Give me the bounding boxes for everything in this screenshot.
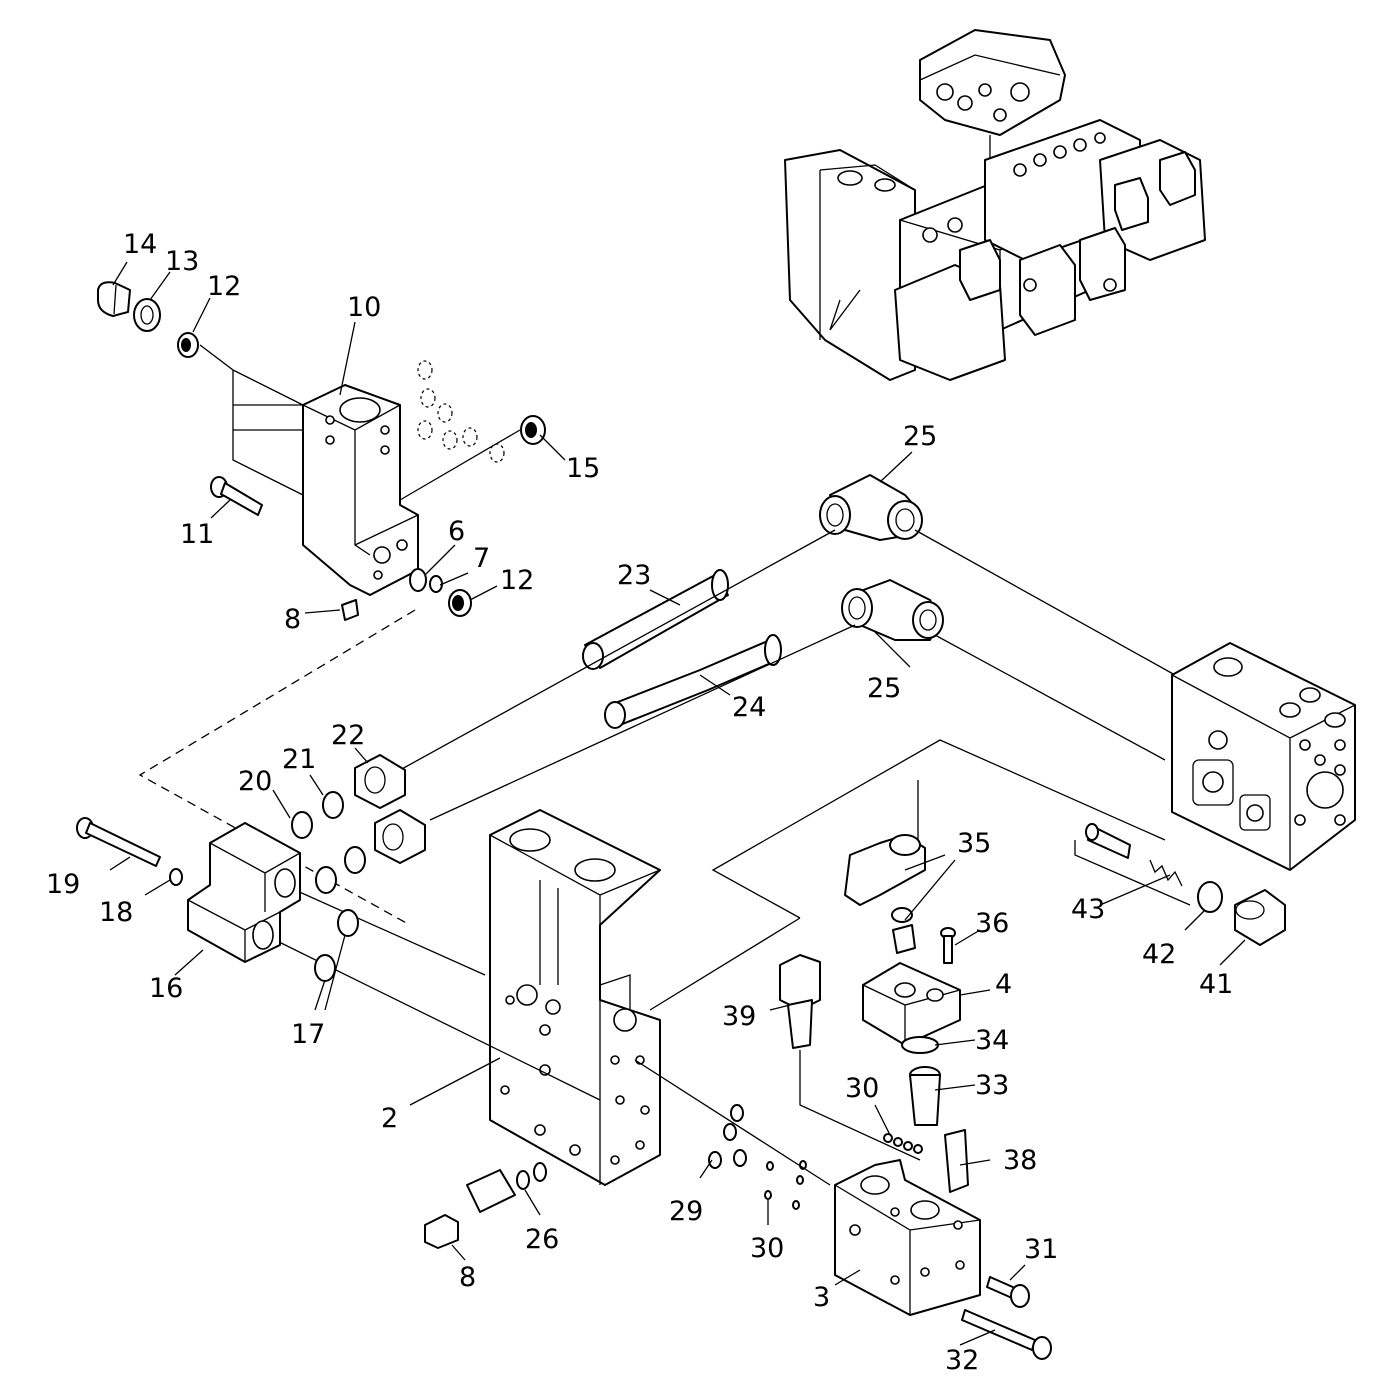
- part-6-7-orings: [409, 568, 443, 593]
- callout-8-lower: 8: [459, 1262, 476, 1293]
- callout-33: 33: [975, 1070, 1009, 1101]
- callout-42: 42: [1142, 939, 1176, 970]
- callout-12: 12: [207, 271, 241, 302]
- part-12-plug-lower: [448, 589, 472, 617]
- part-29-orings: [708, 1104, 747, 1169]
- part-23-tube: [582, 569, 729, 670]
- callout-15: 15: [566, 453, 600, 484]
- part-2-main-body: [489, 809, 661, 1186]
- callout-41: 41: [1199, 969, 1233, 1000]
- part-10-valve-block: [199, 344, 521, 596]
- callout-18: 18: [99, 897, 133, 928]
- part-8-plug-upper: [341, 599, 359, 621]
- part-8-plug-lower: [424, 1214, 459, 1249]
- part-22-nut-lower: [374, 809, 426, 864]
- part-26-cartridge: [466, 1162, 547, 1213]
- callout-7: 7: [473, 543, 490, 574]
- callout-8: 8: [284, 604, 301, 635]
- part-21-oring: [322, 791, 344, 819]
- right-manifold-block: [1171, 642, 1356, 871]
- callout-29: 29: [669, 1196, 703, 1227]
- leader-lines: [109, 261, 1246, 1346]
- part-32-bolt: [961, 1309, 1052, 1360]
- callout-31: 31: [1024, 1234, 1058, 1265]
- callout-25-lower: 25: [867, 673, 901, 704]
- part-22-nut-upper: [354, 754, 406, 809]
- callout-30-lower: 30: [750, 1233, 784, 1264]
- part-42-oring: [1197, 881, 1223, 913]
- part-17-orings: [314, 846, 366, 982]
- callout-3: 3: [813, 1282, 830, 1313]
- part-36-screw: [940, 927, 956, 964]
- overview-valve-assembly: [784, 29, 1206, 381]
- callout-6: 6: [448, 516, 465, 547]
- part-25-elbow-upper: [819, 474, 923, 541]
- part-4-block: [862, 962, 961, 1046]
- part-20-oring: [291, 811, 313, 839]
- callout-34: 34: [975, 1025, 1009, 1056]
- callout-30-upper: 30: [845, 1073, 879, 1104]
- part-18-washer: [169, 868, 183, 886]
- callout-labels: 14 13 12 10 15 11 6 7 12 8 25 23 25 24 2…: [46, 229, 1233, 1376]
- part-14-plug: [97, 281, 131, 317]
- callout-16: 16: [149, 973, 183, 1004]
- part-25-elbow-lower: [841, 579, 944, 641]
- part-12-plug-upper: [177, 332, 199, 358]
- part-19-bolt: [76, 817, 161, 867]
- callout-2: 2: [381, 1103, 398, 1134]
- callout-23: 23: [617, 560, 651, 591]
- callout-26: 26: [525, 1224, 559, 1255]
- callout-21: 21: [282, 744, 316, 775]
- part-41-plug: [1234, 889, 1286, 946]
- part-13-seal-ring: [133, 298, 161, 332]
- callout-43: 43: [1071, 894, 1105, 925]
- part-11-bolt: [210, 476, 263, 516]
- part-39-fitting: [779, 954, 821, 1049]
- callout-25-upper: 25: [903, 421, 937, 452]
- part-35-solenoid: [844, 780, 926, 954]
- callout-4: 4: [995, 969, 1012, 1000]
- callout-13: 13: [165, 246, 199, 277]
- part-38-cartridge: [944, 1129, 969, 1193]
- callout-14: 14: [123, 229, 157, 260]
- part-3-block: [834, 1159, 981, 1316]
- part-33-valve-spool: [909, 1066, 941, 1126]
- callout-22: 22: [331, 720, 365, 751]
- part-43-valve-cartridge: [1074, 823, 1191, 906]
- callout-24: 24: [732, 692, 766, 723]
- part-15-plug: [520, 415, 546, 445]
- callout-38: 38: [1003, 1145, 1037, 1176]
- callout-39: 39: [722, 1001, 756, 1032]
- part-34-oring: [901, 1036, 939, 1054]
- part-31-screw: [986, 1276, 1030, 1308]
- callout-32: 32: [945, 1345, 979, 1376]
- callout-36: 36: [975, 908, 1009, 939]
- part-30-orings: [764, 1133, 923, 1210]
- callout-10: 10: [347, 292, 381, 323]
- part-16-block: [187, 822, 301, 963]
- callout-20: 20: [238, 766, 272, 797]
- callout-11: 11: [180, 519, 214, 550]
- callout-17: 17: [291, 1019, 325, 1050]
- callout-19: 19: [46, 869, 80, 900]
- callout-12-lower: 12: [500, 565, 534, 596]
- callout-35: 35: [957, 828, 991, 859]
